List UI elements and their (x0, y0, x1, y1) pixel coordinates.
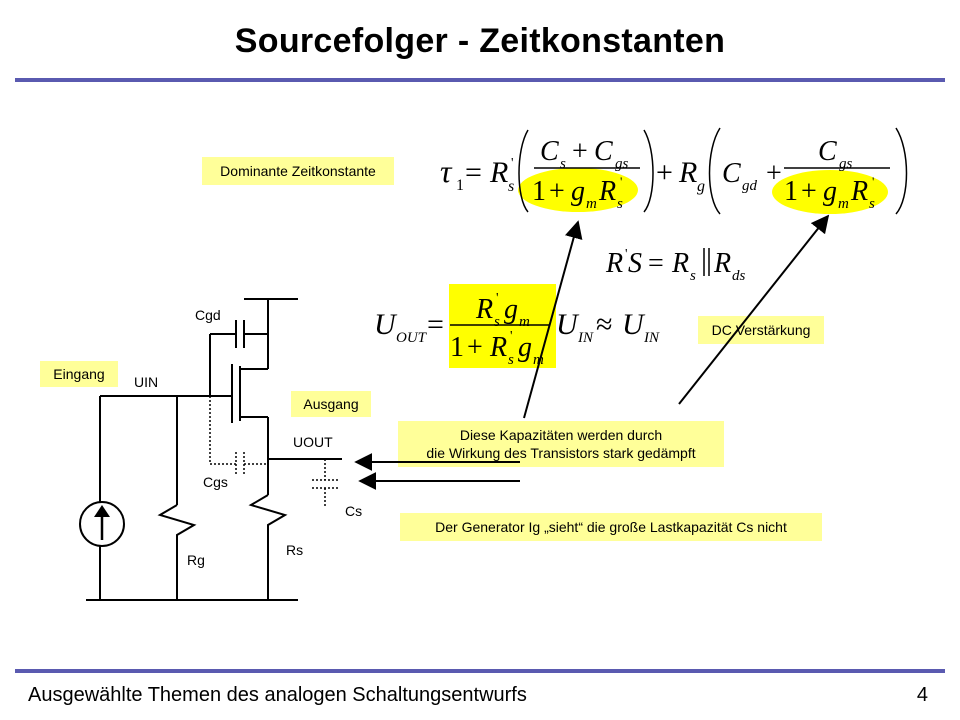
title-rule (15, 78, 945, 82)
svg-text:+: + (656, 156, 673, 189)
page-number: 4 (916, 684, 928, 706)
svg-text:': ' (620, 174, 622, 189)
svg-text:R: R (850, 176, 868, 207)
svg-text:τ: τ (440, 153, 453, 189)
svg-text:g: g (571, 176, 585, 207)
svg-text:m: m (533, 352, 544, 368)
callout-damped: Diese Kapazitäten werden durch die Wirku… (398, 421, 724, 467)
svg-text:g: g (823, 176, 837, 207)
svg-text:R: R (489, 332, 507, 363)
svg-text:gs: gs (615, 156, 629, 172)
svg-text:s: s (508, 352, 514, 368)
formula-uout: U OUT = R s ' g m 1 + R s ' g m U IN ≈ U… (374, 291, 660, 368)
svg-text:+: + (766, 158, 782, 189)
svg-text:C: C (722, 158, 741, 189)
svg-text:ds: ds (732, 268, 746, 284)
load-capacitor-cs (312, 459, 338, 506)
callout-input: Eingang (40, 361, 118, 387)
svg-text:OUT: OUT (396, 330, 428, 346)
svg-text:U: U (374, 308, 398, 341)
svg-text:R: R (489, 156, 508, 189)
svg-text:IN: IN (643, 330, 660, 346)
svg-text:R: R (605, 248, 623, 279)
svg-text:': ' (510, 329, 513, 344)
svg-text:R: R (671, 248, 689, 279)
svg-text:': ' (872, 174, 874, 189)
svg-text:s: s (869, 196, 875, 212)
svg-text:m: m (838, 196, 849, 212)
label-cs: Cs (345, 503, 363, 519)
svg-text:g: g (697, 178, 705, 195)
label-rg: Rg (187, 552, 205, 568)
label-rs: Rs (286, 542, 304, 558)
svg-text:m: m (586, 196, 597, 212)
svg-text:s: s (560, 156, 566, 172)
svg-text:+: + (549, 176, 565, 207)
svg-text:C: C (540, 136, 559, 167)
callout-generator: Der Generator Ig „sieht“ die große Lastk… (400, 513, 822, 541)
footer-text: Ausgewählte Themen des analogen Schaltun… (28, 684, 527, 706)
svg-text:1: 1 (784, 176, 798, 207)
circuit-schematic (79, 298, 342, 601)
callout-dominant: Dominante Zeitkonstante (202, 157, 394, 185)
callout-damped-line1: Diese Kapazitäten werden durch (459, 427, 663, 443)
svg-text:1: 1 (456, 177, 464, 194)
svg-text:R: R (713, 248, 731, 279)
label-cgd: Cgd (195, 307, 221, 323)
svg-text:≈: ≈ (596, 308, 612, 341)
svg-text:R: R (678, 156, 697, 189)
callout-dc-gain: DC Verstärkung (698, 316, 824, 344)
svg-text:R: R (475, 294, 493, 325)
svg-text:+: + (572, 136, 588, 167)
svg-text:': ' (625, 247, 628, 262)
svg-text:s: s (508, 178, 514, 195)
svg-text:=: = (465, 156, 482, 189)
svg-text:U: U (556, 308, 580, 341)
svg-text:s: s (494, 314, 500, 330)
callout-damped-line2: die Wirkung des Transistors stark gedämp… (426, 445, 696, 461)
svg-text:C: C (594, 136, 613, 167)
svg-text:=: = (648, 248, 664, 279)
label-uin: UIN (134, 374, 159, 390)
parasitic-cgs (209, 396, 268, 476)
label-cgs: Cgs (203, 474, 228, 490)
formula-rs-parallel: R ' S = R s R ds (605, 247, 746, 284)
svg-text:+: + (467, 332, 483, 363)
svg-text:': ' (511, 156, 514, 171)
svg-text:1: 1 (532, 176, 546, 207)
svg-text:R: R (598, 176, 616, 207)
svg-text:gs: gs (839, 156, 853, 172)
svg-text:s: s (617, 196, 623, 212)
highlight-ellipses (449, 168, 888, 368)
annotation-arrows (354, 214, 830, 490)
svg-text:g: g (518, 332, 532, 363)
svg-text:+: + (801, 176, 817, 207)
svg-text:s: s (690, 268, 696, 284)
footer-rule (15, 669, 945, 673)
callout-output: Ausgang (291, 391, 371, 417)
formula-tau: τ 1 = R s ' C s + C gs 1 + g m R s ' + R… (440, 127, 908, 215)
svg-text:gd: gd (742, 178, 758, 194)
svg-text:S: S (628, 248, 642, 279)
svg-text:IN: IN (577, 330, 594, 346)
svg-text:1: 1 (450, 332, 464, 363)
slide-title: Sourcefolger - Zeitkonstanten (234, 22, 726, 60)
svg-text:': ' (496, 291, 499, 306)
svg-text:C: C (818, 136, 837, 167)
svg-text:m: m (519, 314, 530, 330)
generator-arrow-icon (94, 505, 110, 540)
svg-text:g: g (504, 294, 518, 325)
label-uout: UOUT (293, 434, 333, 450)
svg-text:=: = (427, 308, 444, 341)
svg-text:U: U (622, 308, 646, 341)
